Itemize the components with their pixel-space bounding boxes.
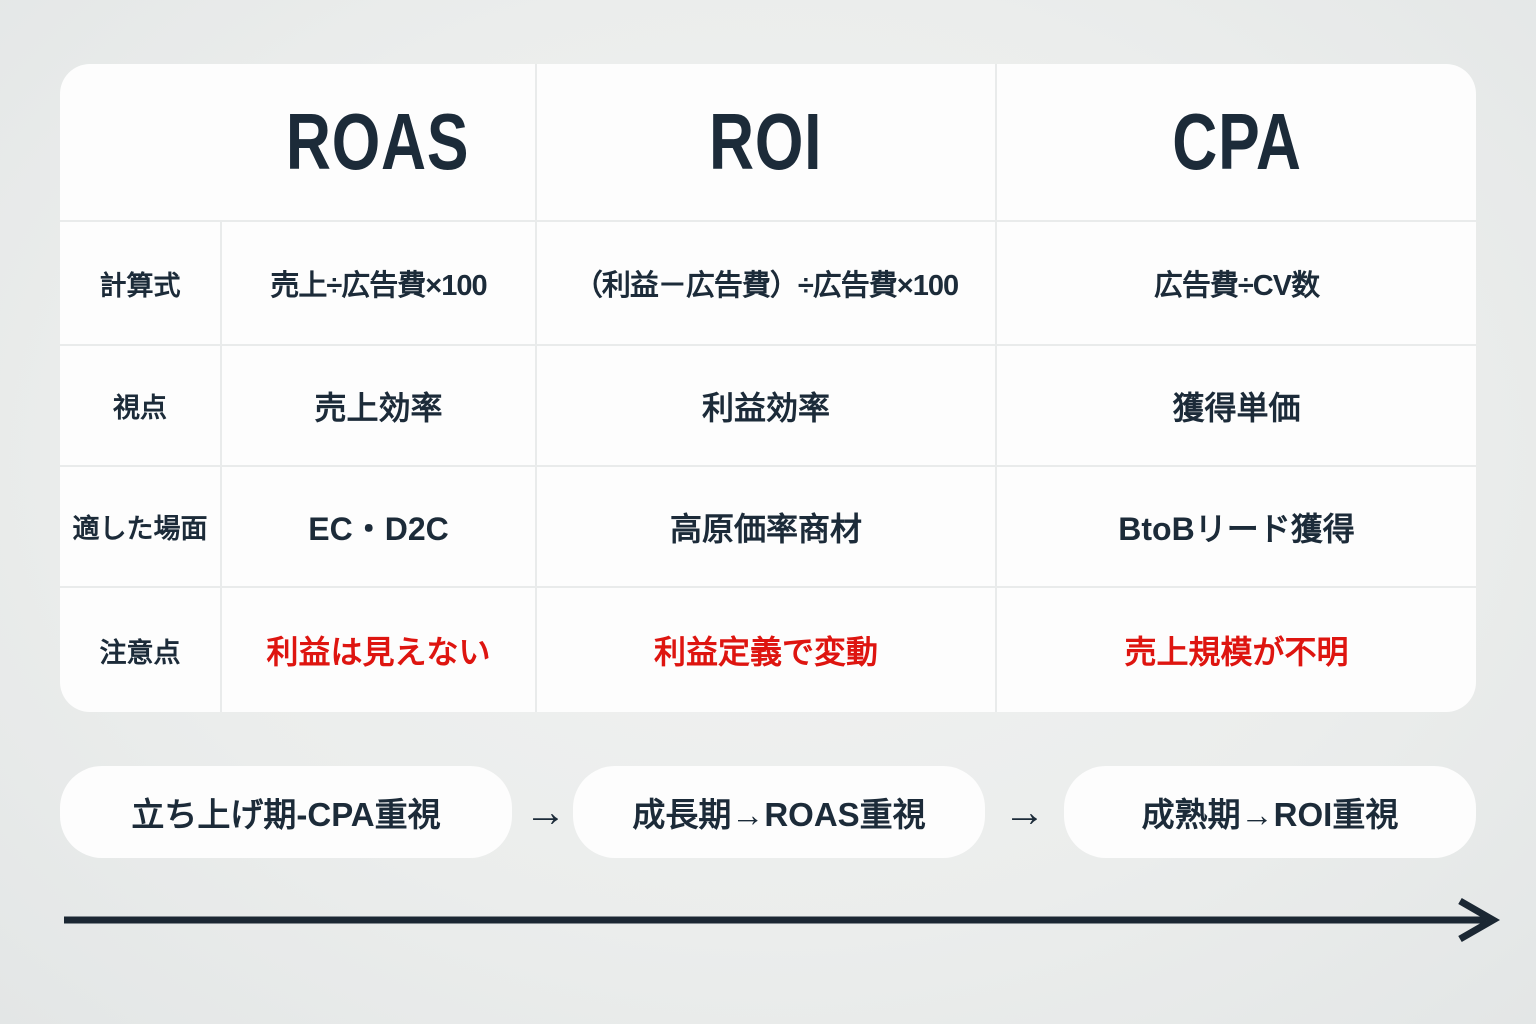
- row-label-suitable-scene: 適した場面: [60, 465, 220, 586]
- cell-viewpoint-cpa: 獲得単価: [995, 344, 1476, 465]
- phase-pill-launch-label: 立ち上げ期-CPA重視: [131, 796, 441, 833]
- column-header-roas: ROAS: [220, 64, 535, 220]
- phase-pill-growth: 成長期→ROAS重視: [573, 766, 985, 858]
- timeline-axis-arrow-icon: [64, 897, 1501, 943]
- column-header-roi: ROI: [535, 64, 995, 220]
- cell-caution-roi: 利益定義で変動: [535, 586, 995, 712]
- metric-comparison-table: ROAS ROI CPA 計算式 売上÷広告費×100 （利益－広告費）÷広告費…: [60, 64, 1476, 712]
- cell-scene-cpa: BtoBリード獲得: [995, 465, 1476, 586]
- cell-formula-roi: （利益－広告費）÷広告費×100: [535, 220, 995, 344]
- cell-caution-cpa: 売上規模が不明: [995, 586, 1476, 712]
- cell-caution-roas: 利益は見えない: [220, 586, 535, 712]
- cell-viewpoint-roas: 売上効率: [220, 344, 535, 465]
- cell-formula-cpa: 広告費÷CV数: [995, 220, 1476, 344]
- phase-pill-maturity-label: 成熟期→ROI重視: [1141, 796, 1399, 833]
- cell-scene-roi: 高原価率商材: [535, 465, 995, 586]
- column-header-cpa: CPA: [995, 64, 1476, 220]
- cell-scene-roas: EC・D2C: [220, 465, 535, 586]
- phase-pill-maturity: 成熟期→ROI重視: [1064, 766, 1476, 858]
- cell-viewpoint-roi: 利益効率: [535, 344, 995, 465]
- flow-arrow-icon-1: →: [524, 788, 567, 835]
- column-header-cpa-label: CPA: [1171, 97, 1302, 186]
- column-header-roas-label: ROAS: [285, 97, 470, 186]
- header-corner-cell: [60, 64, 220, 220]
- column-header-roi-label: ROI: [709, 97, 823, 186]
- phase-pill-growth-label: 成長期→ROAS重視: [632, 796, 926, 833]
- flow-arrow-icon-2: →: [1003, 788, 1046, 835]
- row-label-viewpoint: 視点: [60, 344, 220, 465]
- row-label-caution: 注意点: [60, 586, 220, 712]
- cell-formula-roas: 売上÷広告費×100: [220, 220, 535, 344]
- row-label-formula: 計算式: [60, 220, 220, 344]
- phase-pill-launch: 立ち上げ期-CPA重視: [60, 766, 512, 858]
